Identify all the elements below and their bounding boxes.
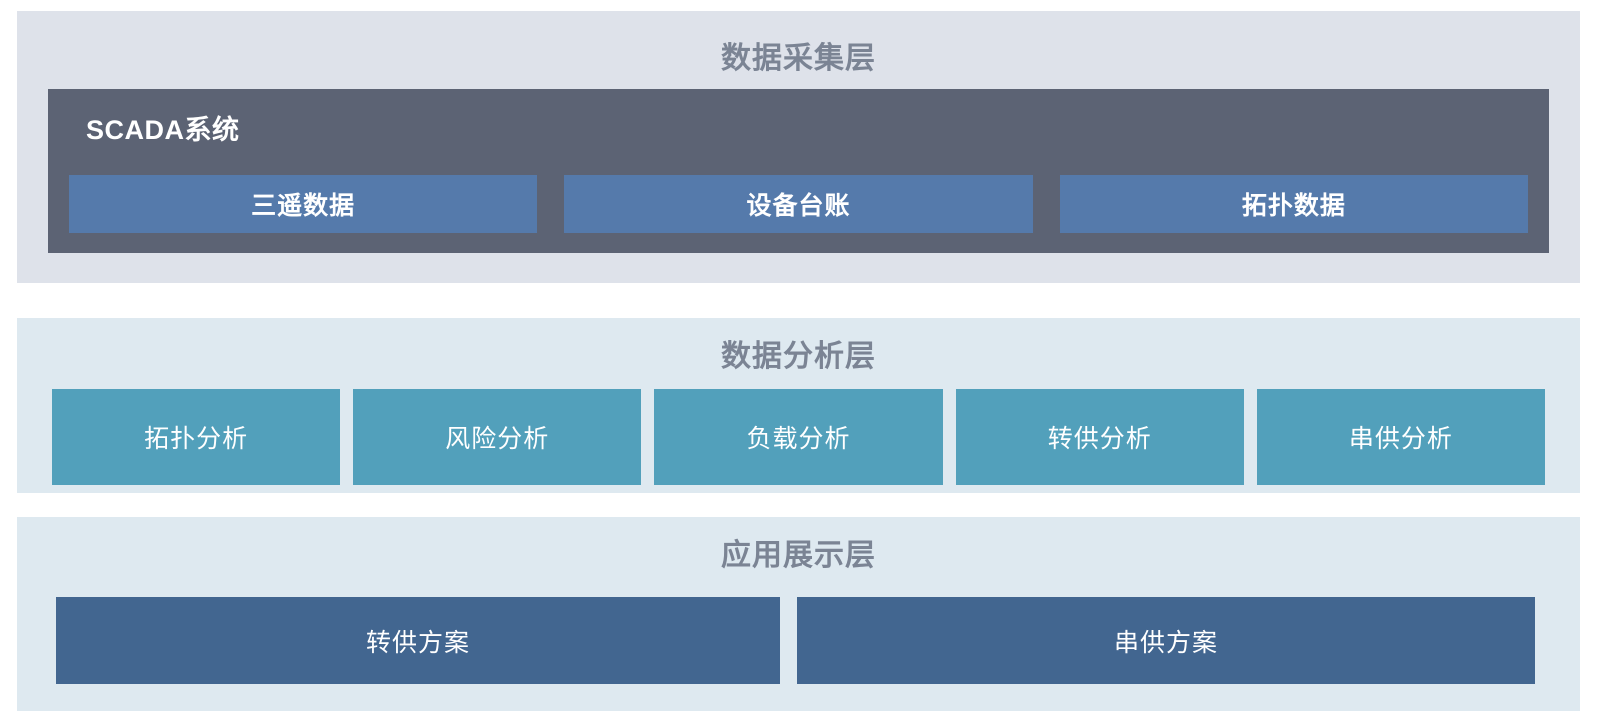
scada-group-label: SCADA系统: [86, 115, 240, 145]
scada-box-topology-data[interactable]: 拓扑数据: [1059, 175, 1528, 233]
layer-data-collection: 数据采集层 SCADA系统 三遥数据 设备台账 拓扑数据: [17, 11, 1580, 283]
scada-box-telemetry[interactable]: 三遥数据: [69, 175, 538, 233]
analysis-box-transfer-supply[interactable]: 转供分析: [955, 389, 1244, 485]
analysis-box-series-supply[interactable]: 串供分析: [1256, 389, 1546, 485]
application-box-row: 转供方案 串供方案: [56, 597, 1535, 684]
layer-title-data-collection: 数据采集层: [721, 42, 876, 75]
analysis-box-topology[interactable]: 拓扑分析: [52, 389, 341, 485]
layer-application-display: 应用展示层 转供方案 串供方案: [17, 517, 1580, 711]
scada-box-equipment-ledger[interactable]: 设备台账: [564, 175, 1033, 233]
layer-title-application-display: 应用展示层: [721, 539, 876, 572]
layer-title-data-analysis: 数据分析层: [721, 340, 876, 373]
analysis-box-load[interactable]: 负载分析: [654, 389, 943, 485]
layer-data-analysis: 数据分析层 拓扑分析 风险分析 负载分析 转供分析 串供分析: [17, 318, 1580, 493]
scada-group-panel: SCADA系统 三遥数据 设备台账 拓扑数据: [48, 89, 1549, 253]
application-box-transfer-supply-plan[interactable]: 转供方案: [56, 597, 780, 684]
analysis-box-row: 拓扑分析 风险分析 负载分析 转供分析 串供分析: [52, 389, 1546, 485]
analysis-box-risk[interactable]: 风险分析: [353, 389, 642, 485]
scada-box-row: 三遥数据 设备台账 拓扑数据: [69, 175, 1528, 233]
application-box-series-supply-plan[interactable]: 串供方案: [797, 597, 1535, 684]
